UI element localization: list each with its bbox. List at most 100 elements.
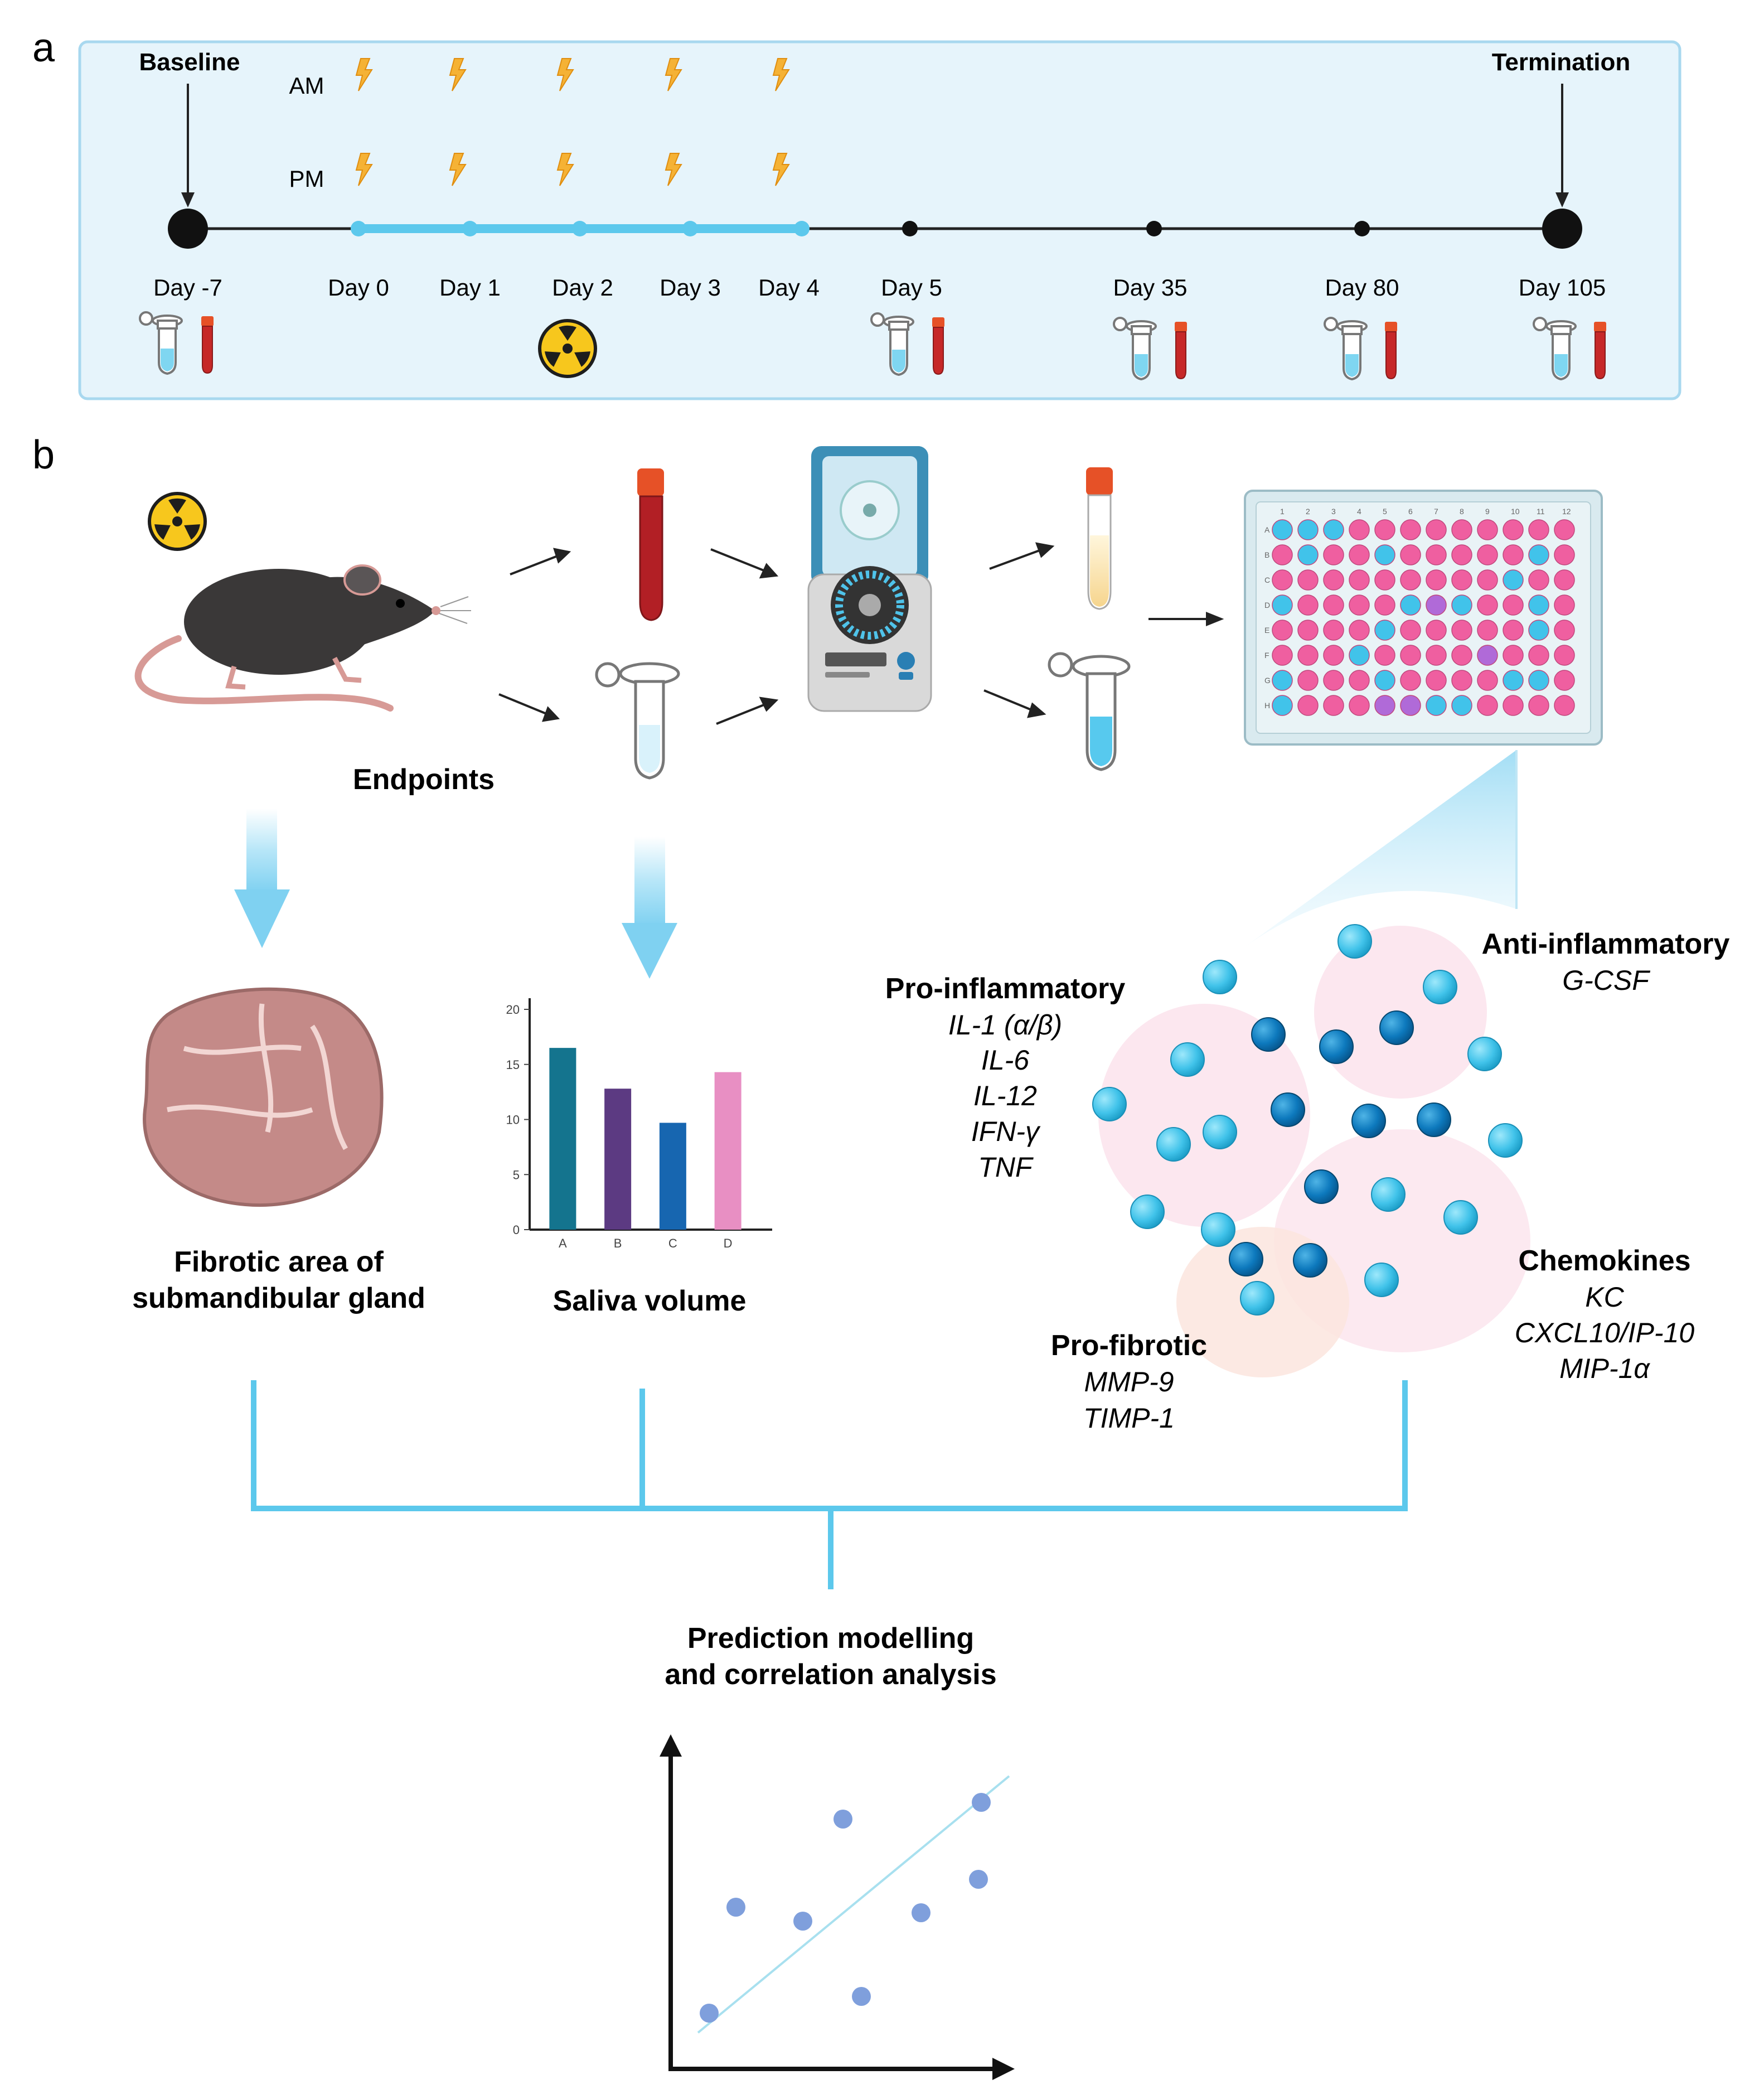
anti-inflammatory-title: Anti-inflammatory xyxy=(1482,928,1730,960)
plate-well xyxy=(1323,519,1344,540)
plate-well xyxy=(1374,695,1395,716)
plate-well xyxy=(1528,695,1549,716)
plate-well xyxy=(1374,544,1395,565)
plate-well xyxy=(1400,569,1421,591)
plate-well xyxy=(1528,645,1549,666)
plate-row-label: E xyxy=(1264,626,1269,635)
down-arrow-middle xyxy=(622,836,677,979)
day-label: Day 1 xyxy=(439,274,501,301)
scatter-point xyxy=(912,1903,931,1922)
cytokine-bead xyxy=(1379,1010,1414,1045)
plate-well xyxy=(1323,695,1344,716)
plate-well xyxy=(1349,620,1370,641)
chemokine-item: MIP-1α xyxy=(1559,1353,1650,1384)
x-tick-label: A xyxy=(559,1236,567,1250)
plate-well xyxy=(1451,695,1472,716)
plate-well xyxy=(1528,670,1549,691)
plate-row-label: C xyxy=(1264,576,1270,584)
plate-well xyxy=(1323,670,1344,691)
y-axis-arrowhead xyxy=(660,1734,682,1757)
plate-well xyxy=(1426,645,1447,666)
blood-tube-icon xyxy=(1384,321,1398,379)
day-label: Day 3 xyxy=(660,274,721,301)
pro-fibrotic-title: Pro-fibrotic xyxy=(1051,1329,1207,1362)
plate-well xyxy=(1272,569,1293,591)
scatter-point xyxy=(972,1793,991,1812)
plate-row-label: A xyxy=(1264,525,1270,534)
plate-well xyxy=(1477,670,1498,691)
plate-col-label: 7 xyxy=(1434,507,1438,516)
plate-well xyxy=(1272,544,1293,565)
plate-well xyxy=(1554,620,1575,641)
timepoint-marker-baseline xyxy=(168,209,208,249)
plate-well xyxy=(1400,620,1421,641)
plate-col-label: 12 xyxy=(1562,507,1571,516)
plate-well xyxy=(1400,544,1421,565)
bar xyxy=(714,1072,742,1230)
timepoint-marker xyxy=(682,221,698,236)
plate-well xyxy=(1426,695,1447,716)
plate-wells xyxy=(1272,519,1575,716)
plate-well xyxy=(1503,519,1524,540)
cytokine-bead xyxy=(1092,1087,1127,1121)
plate-well xyxy=(1323,620,1344,641)
plate-well xyxy=(1349,695,1370,716)
plate-well xyxy=(1297,569,1319,591)
am-label: AM xyxy=(289,72,324,99)
plate-well xyxy=(1554,670,1575,691)
panel-b-label: b xyxy=(32,433,55,477)
termination-arrow xyxy=(1555,84,1569,207)
prediction-label-line1: Prediction modelling xyxy=(687,1622,974,1655)
y-tick-label: 0 xyxy=(513,1223,520,1237)
plate-well xyxy=(1477,544,1498,565)
plate-well xyxy=(1528,569,1549,591)
baseline-label: Baseline xyxy=(139,49,240,76)
submandibular-gland-tissue xyxy=(143,987,384,1207)
bar xyxy=(659,1123,686,1230)
plate-well xyxy=(1297,670,1319,691)
x-axis-arrowhead xyxy=(992,2058,1015,2080)
cytokine-bead xyxy=(1271,1092,1305,1127)
pro-inflammatory-title: Pro-inflammatory xyxy=(885,973,1126,1005)
plate-col-label: 11 xyxy=(1537,507,1545,516)
anti-inflammatory-item: G-CSF xyxy=(1562,965,1650,996)
plate-well xyxy=(1477,620,1498,641)
cytokine-bead xyxy=(1170,1042,1205,1077)
correlation-plot xyxy=(660,1734,1015,2080)
y-tick-label: 15 xyxy=(506,1058,520,1072)
plate-well xyxy=(1451,519,1472,540)
bar xyxy=(604,1089,632,1230)
plate-col-label: 3 xyxy=(1331,507,1336,516)
plate-well xyxy=(1323,645,1344,666)
fibrotic-label-line1: Fibrotic area of xyxy=(174,1246,384,1278)
plate-well xyxy=(1503,695,1524,716)
plate-well xyxy=(1554,544,1575,565)
pro-fibrotic-item: MMP-9 xyxy=(1084,1366,1174,1397)
plate-well xyxy=(1400,670,1421,691)
plate-well xyxy=(1374,620,1395,641)
panel-a-label: a xyxy=(32,26,55,70)
plate-well xyxy=(1528,519,1549,540)
plate-row-label: H xyxy=(1264,701,1270,710)
plate-well xyxy=(1554,519,1575,540)
plate-well xyxy=(1528,620,1549,641)
cytokine-bead xyxy=(1229,1242,1263,1276)
plate-well xyxy=(1426,569,1447,591)
cytokine-bead xyxy=(1351,1104,1386,1138)
plate-well xyxy=(1451,670,1472,691)
cytokine-bead xyxy=(1156,1127,1191,1162)
pro-inflammatory-item: TNF xyxy=(978,1152,1034,1183)
plate-col-label: 4 xyxy=(1357,507,1361,516)
scatter-point xyxy=(700,2004,719,2023)
plate-well xyxy=(1272,594,1293,616)
plate-well xyxy=(1374,569,1395,591)
timepoint-marker xyxy=(794,221,810,236)
cytokine-bead xyxy=(1423,970,1457,1004)
plate-well xyxy=(1477,519,1498,540)
regression-line xyxy=(697,1775,1010,2034)
x-tick-label: D xyxy=(724,1236,733,1250)
plate-well xyxy=(1554,695,1575,716)
timepoint-marker xyxy=(902,221,918,236)
day-label: Day 2 xyxy=(552,274,613,301)
pro-inflammatory-item: IL-12 xyxy=(973,1080,1037,1111)
